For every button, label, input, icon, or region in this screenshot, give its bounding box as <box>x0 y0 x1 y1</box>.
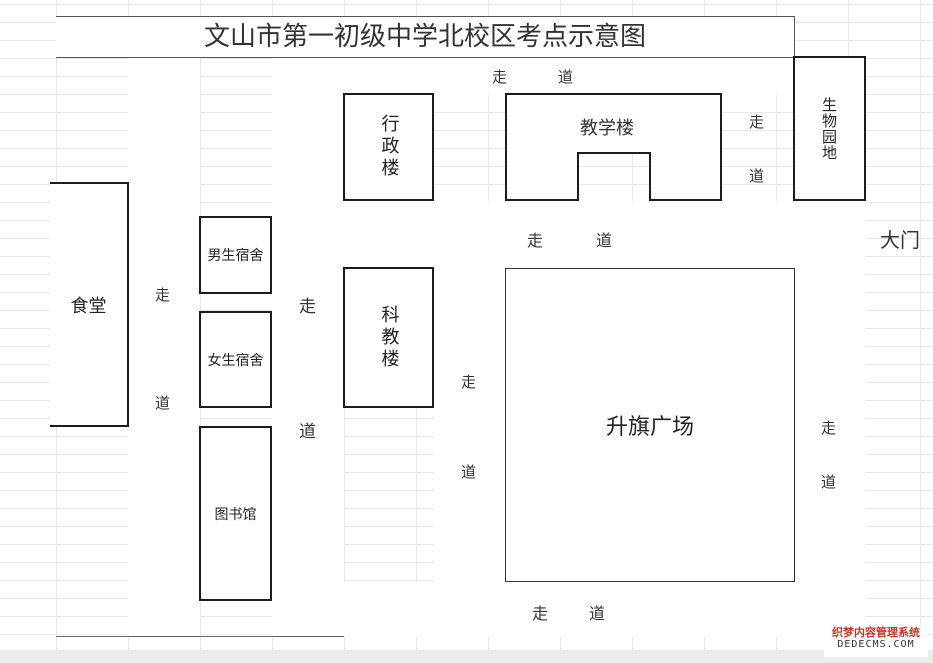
biology-garden: 生物园地 <box>793 56 866 201</box>
middle-walkway-zou: 走 <box>527 231 544 250</box>
teaching-building-label: 教学楼 <box>580 118 634 139</box>
middle-road-area <box>344 201 866 268</box>
top-road-area <box>272 57 793 95</box>
flag-square-label: 升旗广场 <box>605 415 694 440</box>
center-walkway-dao: 道 <box>299 422 316 442</box>
inner-road-area <box>434 268 506 582</box>
title-bar <box>56 16 795 58</box>
science-building-label: 科教楼 <box>378 304 400 371</box>
canteen-label: 食堂 <box>70 295 107 317</box>
library: 图书馆 <box>199 426 272 601</box>
watermark-line1: 织梦内容管理系统 <box>832 626 920 639</box>
inner-walkway-zou: 走 <box>461 373 477 391</box>
right-walkway-zou: 走 <box>821 419 837 437</box>
right-walkway-dao: 道 <box>821 473 837 491</box>
map-title: 文山市第一初级中学北校区考点示意图 <box>203 22 646 52</box>
main-gate-label: 大门 <box>880 228 920 252</box>
library-label: 图书馆 <box>214 506 257 523</box>
admin-building: 行政楼 <box>343 93 434 201</box>
girls-dorm-label: 女生宿舍 <box>207 352 264 369</box>
bottom-road-area <box>344 582 794 637</box>
biology-garden-label: 生物园地 <box>820 96 838 161</box>
left-walkway-zou: 走 <box>155 286 171 304</box>
boys-dorm: 男生宿舍 <box>199 216 272 294</box>
top-walkway-zou: 走 <box>492 68 508 86</box>
canteen: 食堂 <box>50 182 129 427</box>
left-road-area <box>128 57 200 637</box>
bottom-left-line <box>56 636 344 637</box>
flag-square: 升旗广场 <box>505 268 795 582</box>
right-road-area <box>794 201 866 637</box>
girls-dorm: 女生宿舍 <box>199 311 272 408</box>
admin-building-label: 行政楼 <box>378 114 400 180</box>
top-walkway-dao: 道 <box>558 68 574 86</box>
watermark-line2: DEDECMS.COM <box>837 639 915 650</box>
center-walkway-zou: 走 <box>299 297 316 317</box>
bottom-walkway-dao: 道 <box>589 604 606 623</box>
bottom-walkway-zou: 走 <box>532 604 549 623</box>
bottom-strip <box>0 650 933 663</box>
inner-walkway-dao: 道 <box>461 463 477 481</box>
upper-right-walkway-zou: 走 <box>749 113 765 131</box>
middle-walkway-dao: 道 <box>596 231 613 250</box>
center-road-area <box>272 95 344 637</box>
watermark: 织梦内容管理系统 DEDECMS.COM <box>824 627 928 657</box>
boys-dorm-label: 男生宿舍 <box>207 248 264 264</box>
left-walkway-dao: 道 <box>155 394 171 412</box>
science-building: 科教楼 <box>343 267 434 408</box>
upper-right-walkway-dao: 道 <box>749 167 765 185</box>
